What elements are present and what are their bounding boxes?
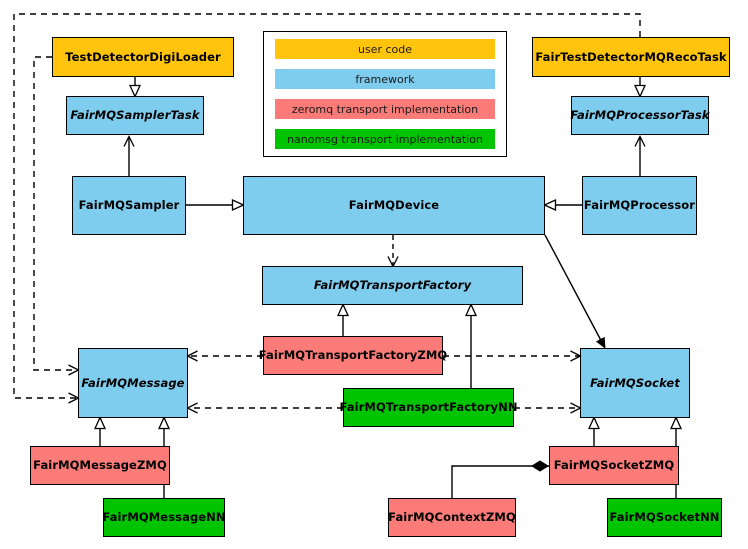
class-label: FairMQSampler [78,198,180,213]
class-label: FairMQSocketNN [609,510,720,525]
class-label: FairMQMessageZMQ [33,458,167,473]
class-box-fairmqtransportfactory[interactable]: FairMQTransportFactory [262,266,523,305]
class-box-testdetectordigiloader[interactable]: TestDetectorDigiLoader [52,37,234,77]
class-label: FairMQSocket [590,375,680,390]
class-box-fairmqcontextzmq[interactable]: FairMQContextZMQ [388,498,516,537]
class-label: FairMQMessageNN [102,510,226,525]
legend-label: framework [355,72,415,86]
class-box-fairmqprocessortask[interactable]: FairMQProcessorTask [570,96,710,135]
legend-label: user code [357,42,413,56]
class-label: FairMQSocketZMQ [553,458,675,473]
class-box-fairmqmessagenn[interactable]: FairMQMessageNN [102,498,226,537]
legend-item-nanomsg: nanomsg transport implementation [275,129,495,149]
legend-panel: user code framework zeromq transport imp… [263,31,507,157]
legend-label: zeromq transport implementation [291,102,479,116]
class-box-fairmqprocessor[interactable]: FairMQProcessor [582,176,697,235]
class-label: TestDetectorDigiLoader [65,49,221,64]
class-label: FairMQSamplerTask [70,108,200,123]
edge-device-socket [544,234,606,348]
legend-label: nanomsg transport implementation [287,132,483,146]
class-box-fairmqsocketnn[interactable]: FairMQSocketNN [607,498,722,537]
class-box-fairmqsampler[interactable]: FairMQSampler [72,176,186,235]
class-label: FairMQProcessorTask [570,108,710,123]
class-box-fairmqsocketzmq[interactable]: FairMQSocketZMQ [549,446,679,485]
legend-item-zeromq: zeromq transport implementation [275,99,495,119]
class-box-fairmqtransportfactoryzmq[interactable]: FairMQTransportFactoryZMQ [259,336,447,375]
edge-socketzmq-contextzmq [451,460,549,498]
class-label: FairMQTransportFactoryNN [339,400,518,415]
class-label: FairMQContextZMQ [388,510,516,525]
class-box-fairmqtransportfactorynn[interactable]: FairMQTransportFactoryNN [339,388,517,427]
class-label: FairMQProcessor [583,198,696,213]
class-label: FairMQTransportFactory [313,278,472,293]
class-box-fairmqmessage[interactable]: FairMQMessage [78,348,188,418]
class-label: FairTestDetectorMQRecoTask [535,49,727,64]
class-box-fairtestdetectormqrecotask[interactable]: FairTestDetectorMQRecoTask [532,37,730,77]
class-box-fairmqsamplertask[interactable]: FairMQSamplerTask [66,96,204,135]
legend-item-framework: framework [275,69,495,89]
class-box-fairmqdevice[interactable]: FairMQDevice [243,176,545,235]
class-box-fairmqsocket[interactable]: FairMQSocket [580,348,690,418]
legend-item-user-code: user code [275,39,495,59]
class-label: FairMQTransportFactoryZMQ [258,348,448,363]
class-label: FairMQMessage [81,375,185,390]
class-box-fairmqmessagezmq[interactable]: FairMQMessageZMQ [30,446,170,485]
class-label: FairMQDevice [348,198,440,213]
